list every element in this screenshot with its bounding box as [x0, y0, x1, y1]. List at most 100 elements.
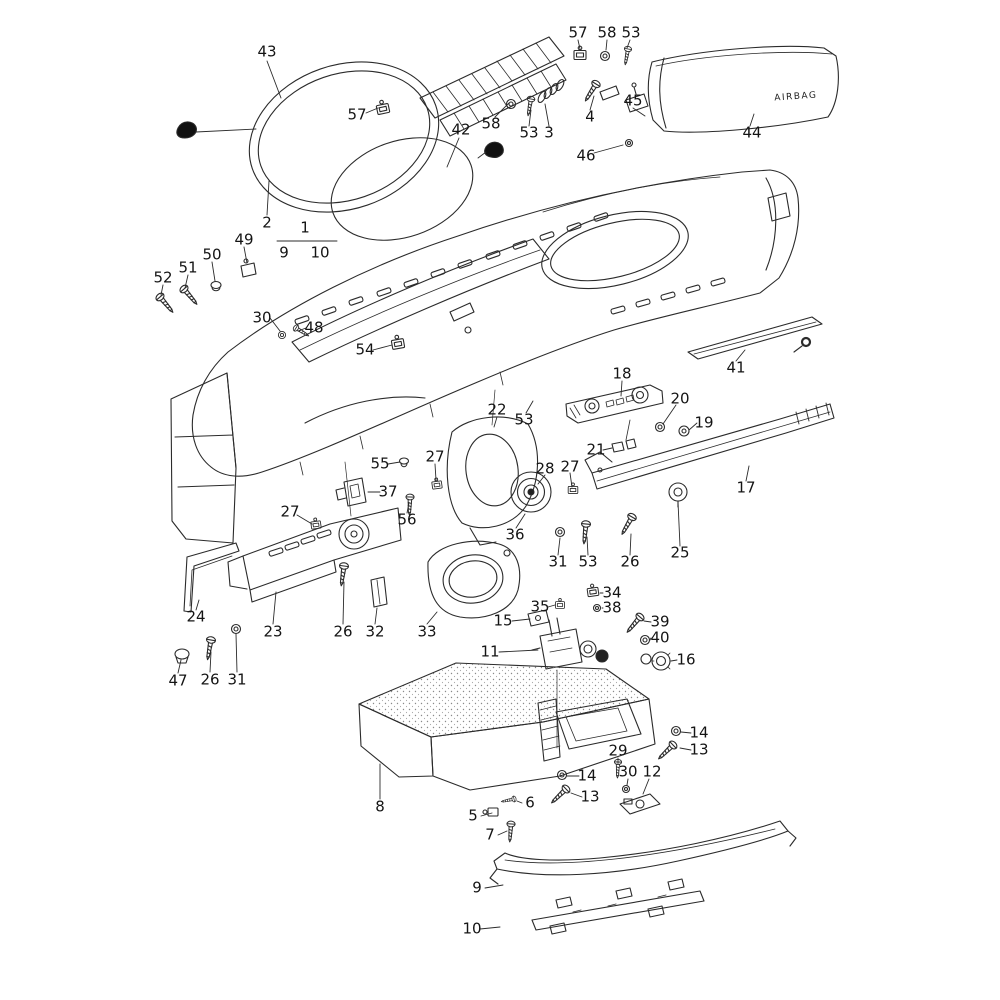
- cluster-surround-22: [446, 416, 539, 546]
- part-callout: 22: [487, 400, 507, 419]
- trim-strip-41: [687, 316, 823, 360]
- part-callout: 23: [263, 622, 283, 641]
- part-callout: 7: [485, 825, 495, 844]
- part-callout: 21: [586, 440, 606, 459]
- airbag-label: AIRBAG: [774, 91, 818, 104]
- screw-26c: [202, 635, 217, 662]
- screw-53: [621, 45, 633, 66]
- part-callout: 6: [525, 793, 535, 812]
- washer-14a: [670, 725, 682, 737]
- part-callout: 51: [178, 258, 198, 277]
- part-callout: 2: [262, 213, 272, 232]
- part-callout: 57: [347, 105, 367, 124]
- fastener-silhouette-center: [477, 141, 504, 159]
- part-callout: 50: [202, 245, 222, 264]
- part-callout: 27: [560, 457, 580, 476]
- screw-26b: [336, 561, 350, 587]
- part-callout: 38: [602, 598, 622, 617]
- part-callout: 13: [580, 787, 600, 806]
- part-callout: 27: [425, 447, 445, 466]
- grommet-50: [210, 280, 222, 292]
- part-callout: 9: [472, 878, 482, 897]
- part-callout: 1: [300, 218, 310, 237]
- part-callout: 15: [493, 611, 513, 630]
- clip-5: [482, 807, 499, 817]
- clip-57b: [374, 98, 391, 116]
- part-callout: 32: [365, 622, 385, 641]
- part-callout: 56: [397, 510, 417, 529]
- part-callout: 16: [676, 650, 696, 669]
- screw-26: [617, 511, 639, 538]
- clip-34: [586, 582, 600, 598]
- part-callout: 27: [280, 502, 300, 521]
- part-callout: 41: [726, 358, 746, 377]
- part-callout: 33: [417, 622, 437, 641]
- part-callout: 5: [468, 806, 478, 825]
- fastener-silhouette-left: [176, 121, 257, 139]
- nut-30b: [621, 784, 631, 794]
- part-callout: 45: [623, 91, 643, 110]
- part-callout: 13: [689, 740, 709, 759]
- speaker-36: [510, 471, 552, 513]
- part-callout: 4: [585, 107, 595, 126]
- clip-27a: [430, 476, 443, 490]
- part-callout: 14: [689, 723, 709, 742]
- switch-panel-18: [565, 384, 664, 424]
- screw-4: [581, 78, 603, 104]
- part-callout: 18: [612, 364, 632, 383]
- part-callout: 11: [480, 642, 500, 661]
- screw-52: [153, 291, 177, 316]
- airbag-bracket-45: [625, 82, 649, 113]
- washer-30: [277, 330, 287, 340]
- heater-valve-11: [531, 617, 609, 670]
- part-callout: 12: [642, 762, 662, 781]
- part-callout: 29: [608, 741, 628, 760]
- grommet-55: [398, 457, 410, 468]
- part-callout: 31: [227, 670, 247, 689]
- support-frame-24: [183, 542, 240, 613]
- washer-31b: [230, 623, 242, 635]
- part-callout: 3: [544, 123, 554, 142]
- spring-3: [537, 78, 565, 104]
- part-callout: 47: [168, 671, 188, 690]
- part-callout: 53: [621, 23, 641, 42]
- part-callout: 25: [670, 543, 690, 562]
- part-callout: 48: [304, 318, 324, 337]
- washer-40: [639, 634, 651, 646]
- part-callout: 37: [378, 482, 398, 501]
- part-callout: 54: [355, 340, 375, 359]
- part-callout: 35: [530, 597, 550, 616]
- part-callout: 10: [462, 919, 482, 938]
- screw-6: [500, 795, 518, 805]
- clip-27b: [567, 482, 579, 495]
- part-callout: 53: [578, 552, 598, 571]
- part-callout: 31: [548, 552, 568, 571]
- part-callout: 49: [234, 230, 254, 249]
- part-callout: 10: [310, 243, 330, 262]
- part-callout: 8: [375, 797, 385, 816]
- nut-38: [592, 603, 602, 613]
- part-callout: 39: [650, 612, 670, 631]
- part-callout: 20: [670, 389, 690, 408]
- screw-39: [623, 611, 647, 636]
- part-callout: 19: [694, 413, 714, 432]
- side-trim-17: [584, 402, 835, 490]
- part-callout: 43: [257, 42, 277, 61]
- part-callout: 58: [481, 114, 501, 133]
- screw-13a: [654, 738, 679, 763]
- clip-54: [390, 333, 406, 351]
- part-callout: 26: [200, 670, 220, 689]
- cap-47: [174, 648, 190, 664]
- part-callout: 53: [519, 123, 539, 142]
- mounting-bracket-4: [599, 85, 620, 101]
- part-callout: 52: [153, 268, 173, 287]
- clip-21: [611, 419, 637, 453]
- airbag-module: AIRBAG: [647, 45, 839, 133]
- part-callout: 17: [736, 478, 756, 497]
- latch-12: [619, 793, 661, 815]
- part-callout: 26: [333, 622, 353, 641]
- screw-51: [177, 283, 201, 308]
- washer-31: [554, 526, 566, 538]
